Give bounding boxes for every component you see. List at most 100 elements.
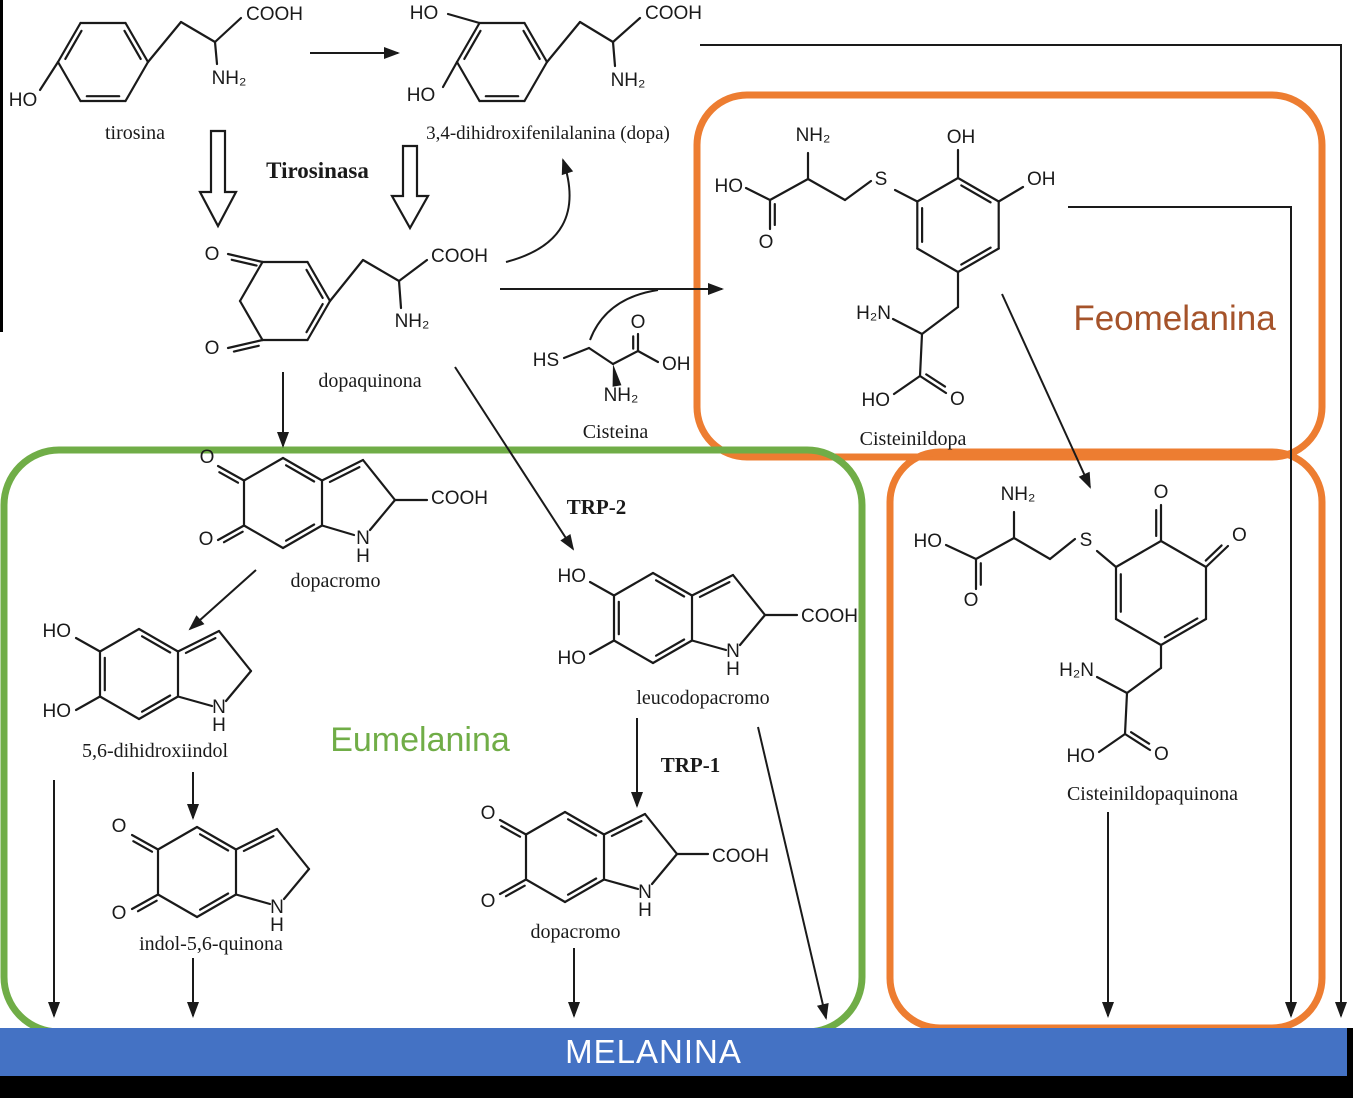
atom-label: NH₂ [604,385,639,406]
label-indol-quinona: indol-5,6-quinona [139,933,283,955]
atom-label: OH [662,354,691,375]
atom-label: H₂N [1059,660,1094,681]
atom-label: O [205,338,220,359]
atom-label: O [631,312,646,333]
atom-label: O [1232,525,1247,546]
bypass-arrow [1068,206,1297,1018]
atom-label: HO [558,648,587,669]
enzyme-block-arrow [390,144,430,231]
atom-label: O [481,891,496,912]
atom-label: O [1154,744,1169,765]
atom-label: NH₂ [1001,484,1036,505]
atom-label: O [199,529,214,550]
curved-arrow [505,158,574,263]
atom-label: S [1080,530,1093,551]
atom-label: N [212,697,226,718]
label-cisteinildopa: Cisteinildopa [859,428,967,450]
atom-label: O [200,447,215,468]
atom-label: COOH [712,846,769,867]
curved-arrow [589,289,659,341]
molecule-cisteinildopaquinona: O O S NH₂ O HO H₂N O HO [914,482,1247,767]
atom-label: OH [947,127,976,148]
atom-label: NH₂ [212,68,247,89]
reaction-arrow [454,366,575,551]
atom-label: O [112,816,127,837]
label-melanina: MELANINA [565,1033,742,1070]
atom-label: COOH [431,246,488,267]
label-eumelanina: Eumelanina [330,721,510,759]
atom-label: H [356,546,370,567]
atom-label: O [1154,482,1169,503]
enzyme-block-arrow [198,129,238,229]
bypass-arrow [700,44,1347,1018]
atom-label: COOH [246,4,303,25]
label-feomelanina: Feomelanina [1073,299,1276,338]
label-dopa: 3,4-dihidroxifenilalanina (dopa) [426,123,670,144]
label-dihidroxiindol: 5,6-dihidroxiindol [81,740,229,762]
atom-label: H [212,715,226,736]
label-trp2-enzyme: TRP-2 [566,495,627,519]
atom-label: H [726,659,740,680]
atom-label: O [481,803,496,824]
molecule-leucodopacromo: HO HO NH COOH [558,566,859,680]
atom-label: HO [410,3,439,24]
right-edge-strip [1347,1028,1353,1098]
reaction-arrow [188,569,257,631]
molecule-dopaquinona: O O COOH NH₂ [205,244,488,359]
atom-label: O [950,389,965,410]
arrows-layer [48,44,1347,1020]
atom-label: COOH [645,3,702,24]
atom-label: N [726,641,740,662]
label-cisteinildopaquinona: Cisteinildopaquinona [1066,783,1239,805]
cisteinildopaquinona-box [886,448,1326,1032]
atom-label: HO [1067,746,1096,767]
atom-label: NH₂ [395,311,430,332]
label-leucodopacromo: leucodopacromo [636,687,770,709]
label-cisteina: Cisteina [582,421,649,443]
atom-label: O [964,590,979,611]
atom-label: H [270,915,284,936]
atom-label: H₂N [856,303,891,324]
atom-label: HO [914,531,943,552]
label-dopacromo-bottom: dopacromo [530,921,621,943]
atom-label: COOH [431,488,488,509]
atom-label: HS [533,350,559,371]
molecule-cisteina: HS O OH NH₂ [533,312,691,406]
reaction-arrow [1001,293,1091,489]
label-dopaquinona: dopaquinona [318,370,422,392]
atom-label: N [270,897,284,918]
atom-label: HO [9,90,38,111]
molecule-tirosina: HO COOH NH₂ [9,4,303,111]
melanina-bar: MELANINA [0,1028,1347,1076]
atom-label: HO [862,390,891,411]
molecule-dopacromo-top: O O NH COOH [199,447,488,567]
atom-label: COOH [801,606,858,627]
atom-label: H [638,900,652,921]
atom-label: HO [558,566,587,587]
atom-label: O [112,903,127,924]
feomelanina-box [693,91,1326,461]
atom-label: HO [43,701,72,722]
label-trp1-enzyme: TRP-1 [660,753,721,777]
label-tirosina: tirosina [105,122,165,144]
bottom-edge-strip [0,1076,1353,1098]
atom-label: NH₂ [611,70,646,91]
atom-label: O [759,232,774,253]
atom-label: OH [1027,169,1056,190]
atom-label: N [638,882,652,903]
atom-label: O [205,244,220,265]
atom-label: HO [715,176,744,197]
reaction-arrow [757,726,829,1020]
atom-label: N [356,528,370,549]
label-dopacromo-top: dopacromo [290,570,381,592]
left-edge-strip [0,0,3,332]
atom-label: NH₂ [796,125,831,146]
molecule-dopacromo-bottom: O O NH COOH [481,803,769,921]
molecule-indol-quinona: O O NH [112,816,311,936]
label-tirosinasa-enzyme: Tirosinasa [266,158,369,183]
